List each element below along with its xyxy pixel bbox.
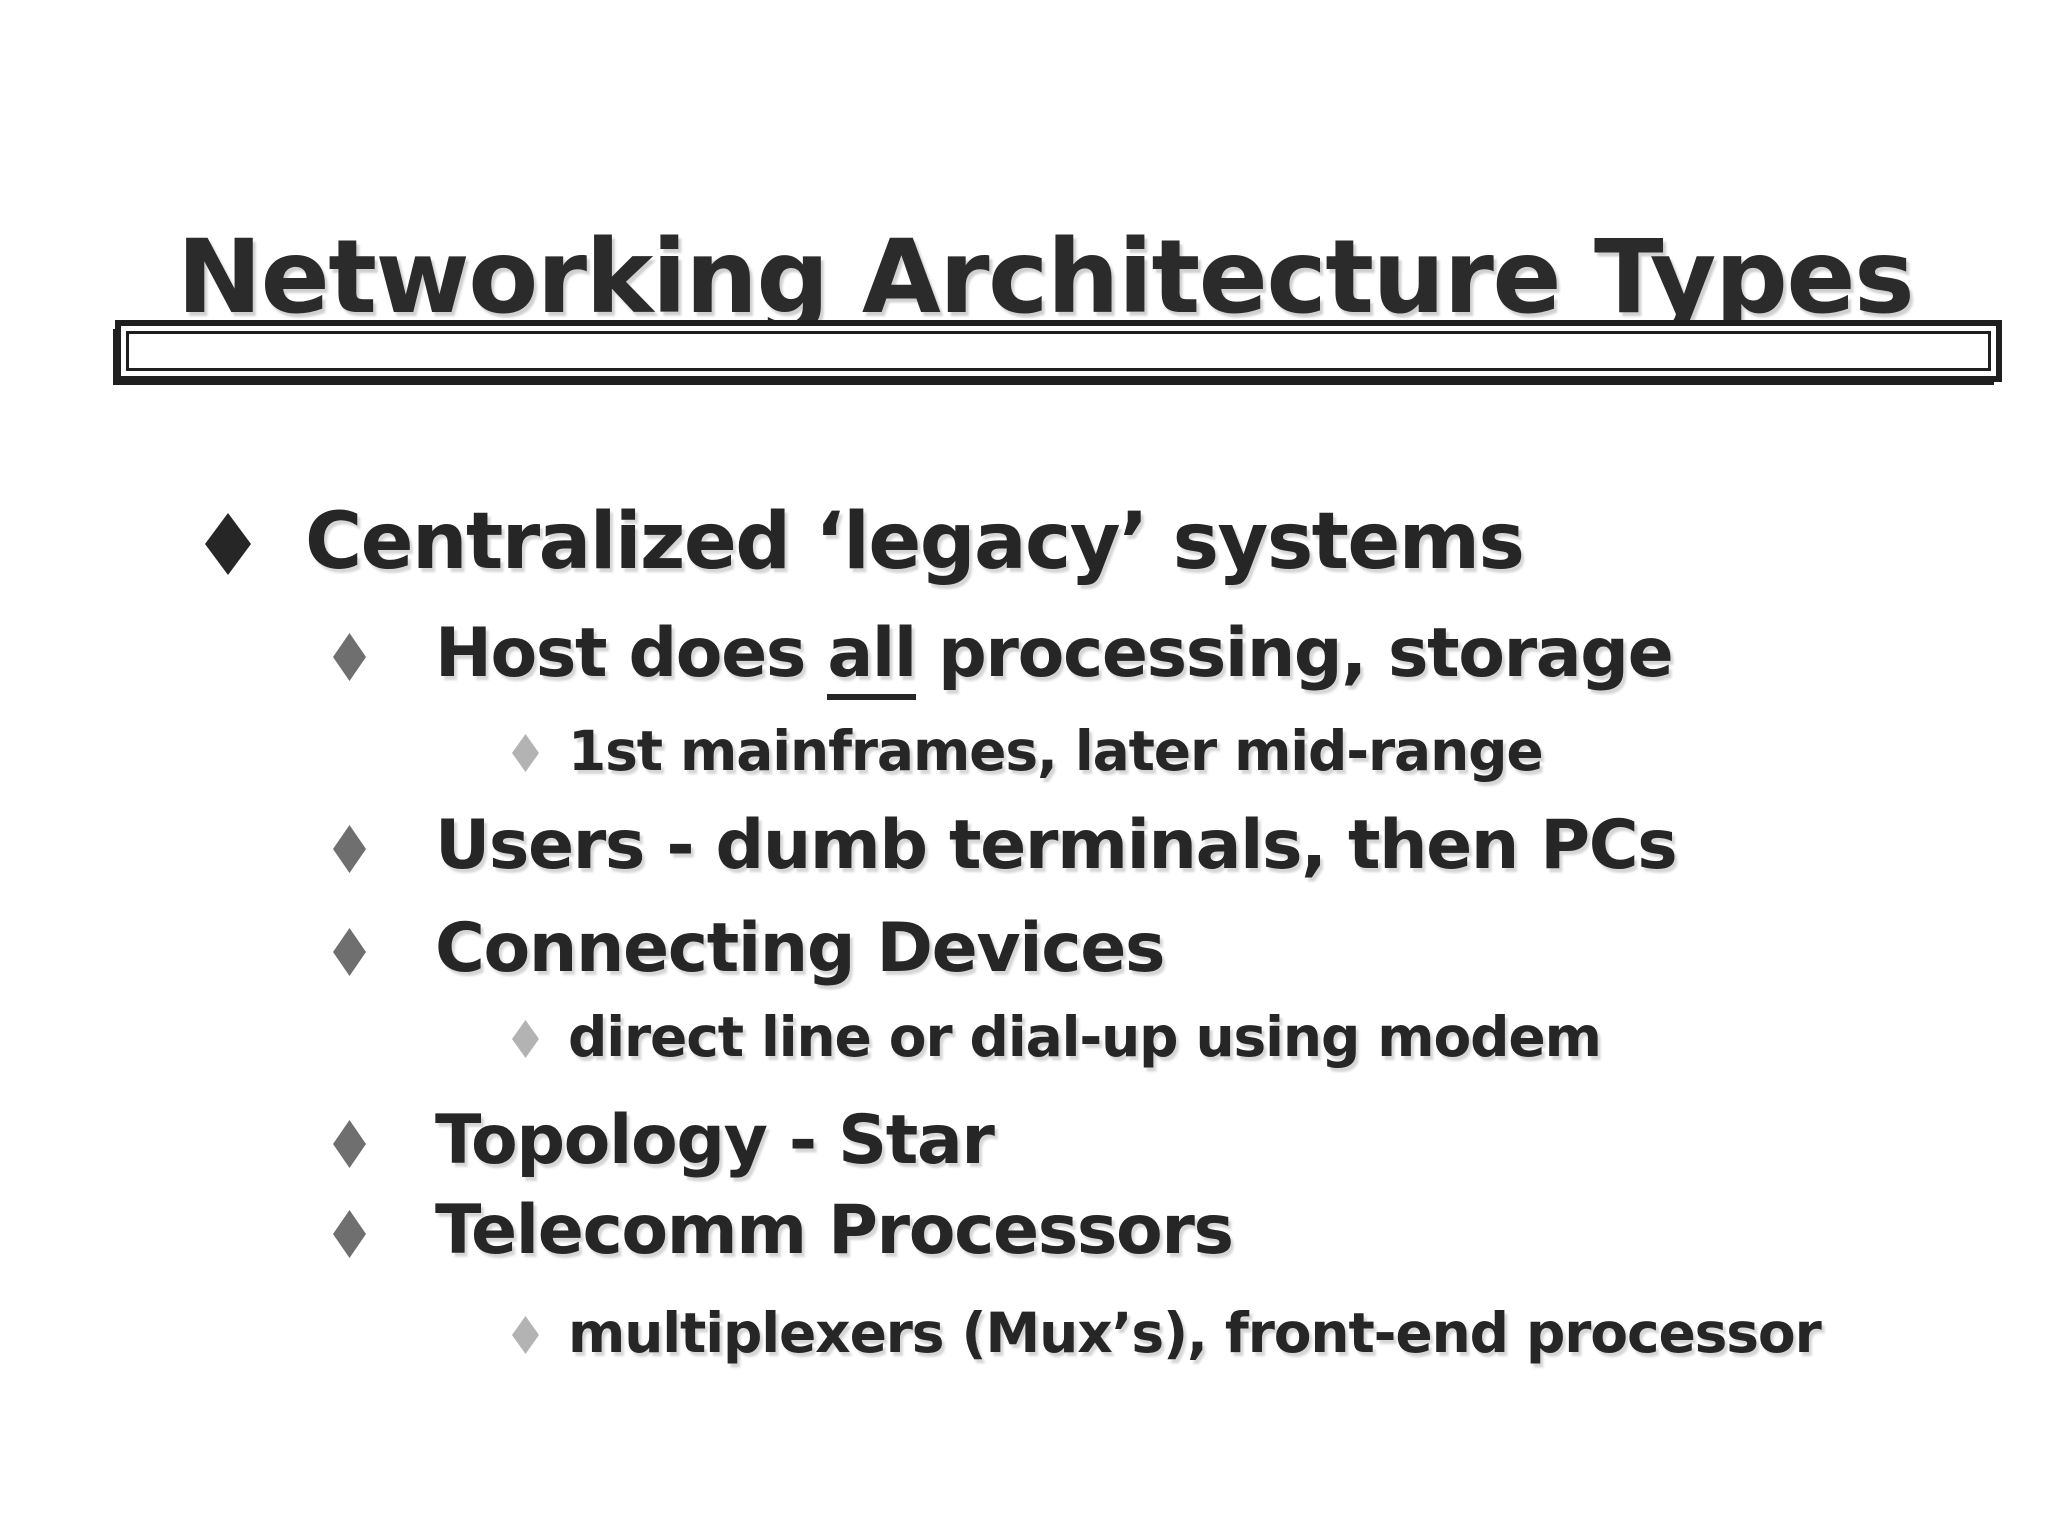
bullet-text: multiplexers (Mux’s), front-end processo…: [568, 1301, 1822, 1365]
bullet-text: Connecting Devices: [435, 909, 1165, 988]
diamond-bullet-icon: [333, 825, 366, 873]
bullet-text: Users - dumb terminals, then PCs: [435, 806, 1678, 885]
bullet-item-topology-star: Topology - Star: [333, 1101, 995, 1180]
bullet-item-direct-line-or-dialup: direct line or dial-up using modem: [512, 1005, 1602, 1069]
diamond-bullet-icon: [333, 928, 366, 976]
bullet-text: Telecomm Processors: [435, 1191, 1234, 1270]
title-divider-bar-inner: [126, 331, 1991, 371]
title-divider-bar: [115, 320, 2002, 382]
bullet-text-underlined: all: [827, 614, 917, 700]
bullet-text: direct line or dial-up using modem: [568, 1005, 1602, 1069]
diamond-bullet-icon: [512, 1316, 539, 1354]
slide-title: Networking Architecture Types: [176, 218, 1915, 338]
bullet-item-connecting-devices: Connecting Devices: [333, 909, 1165, 988]
bullet-item-1st-mainframes: 1st mainframes, later mid-range: [512, 719, 1544, 783]
bullet-text-post: processing, storage: [915, 614, 1674, 693]
diamond-bullet-icon: [333, 1120, 366, 1168]
bullet-text: Host does all processing, storage: [435, 614, 1674, 700]
diamond-bullet-icon: [333, 633, 366, 681]
bullet-text: 1st mainframes, later mid-range: [568, 719, 1544, 783]
diamond-bullet-icon: [512, 1020, 539, 1058]
bullet-text: Topology - Star: [435, 1101, 995, 1180]
bullet-item-centralized-legacy-systems: Centralized ‘legacy’ systems: [205, 497, 1525, 587]
bullet-item-multiplexers-frontend: multiplexers (Mux’s), front-end processo…: [512, 1301, 1822, 1365]
bullet-text-pre: Host does: [435, 614, 828, 693]
bullet-item-users-dumb-terminals: Users - dumb terminals, then PCs: [333, 806, 1678, 885]
diamond-bullet-icon: [333, 1210, 366, 1258]
diamond-bullet-icon: [205, 513, 251, 575]
bullet-item-host-does-all-processing: Host does all processing, storage: [333, 614, 1674, 700]
bullet-item-telecomm-processors: Telecomm Processors: [333, 1191, 1234, 1270]
bullet-text: Centralized ‘legacy’ systems: [305, 497, 1525, 587]
diamond-bullet-icon: [512, 734, 539, 772]
